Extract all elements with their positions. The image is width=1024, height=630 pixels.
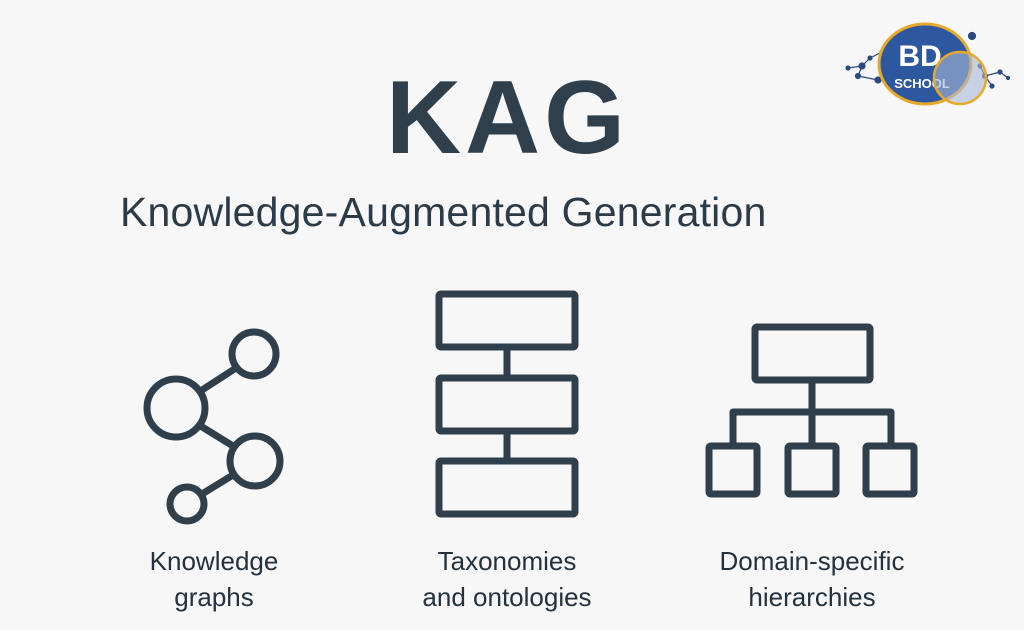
page-subtitle: Knowledge-Augmented Generation — [120, 189, 767, 235]
logo-text-bd: BD — [898, 40, 941, 73]
label-knowledge-graphs: Knowledge graphs — [114, 543, 314, 615]
logo-overlay-circle — [932, 50, 988, 106]
label-line-2: and ontologies — [422, 582, 592, 612]
bd-school-logo: BD SCHOOL — [845, 22, 1010, 106]
label-domain-hierarchies: Domain-specific hierarchies — [687, 543, 937, 615]
label-line-1: Taxonomies — [437, 546, 577, 576]
label-line-2: graphs — [174, 582, 254, 612]
page-title: KAG — [385, 60, 630, 176]
label-line-1: Knowledge — [149, 546, 279, 576]
label-taxonomies: Taxonomies and ontologies — [382, 543, 632, 615]
label-line-2: hierarchies — [748, 582, 876, 612]
label-line-1: Domain-specific — [719, 546, 905, 576]
